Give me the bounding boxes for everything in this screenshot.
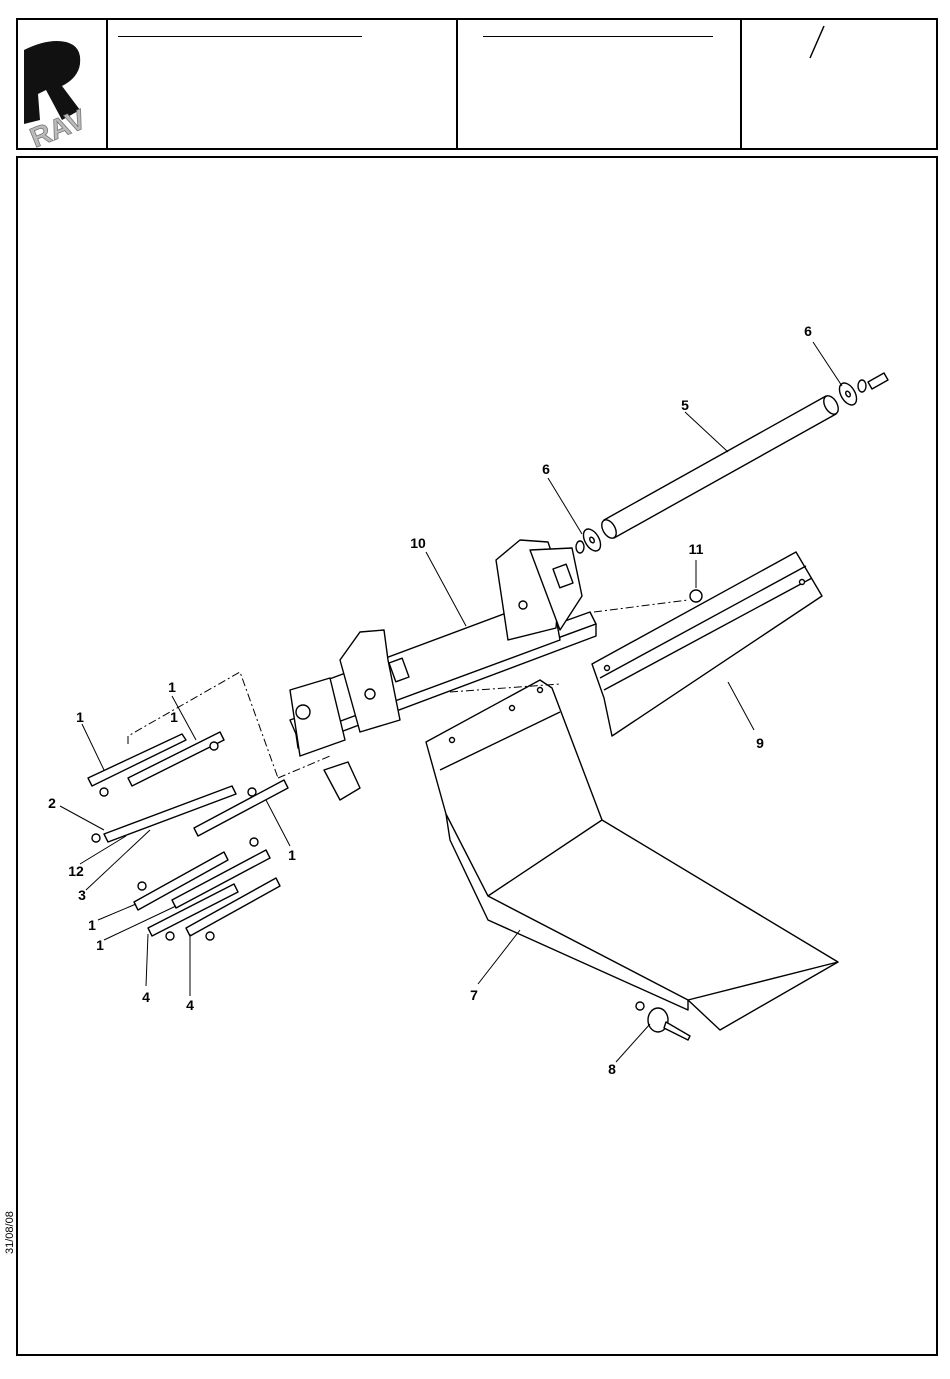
callout-label: 2 (48, 795, 56, 811)
callout-label: 4 (186, 997, 194, 1013)
callout-label: 1 (76, 709, 84, 725)
side-shield (592, 552, 822, 736)
callout-label: 6 (542, 461, 550, 477)
callout-label: 11 (689, 541, 704, 557)
bar-set (88, 732, 288, 940)
callout-label: 1 (96, 937, 104, 953)
chute-plate (426, 680, 838, 1030)
callout-label: 6 (804, 323, 812, 339)
washer-right (836, 373, 888, 408)
callout-label: 5 (681, 397, 689, 413)
callout-label: 1 (88, 917, 96, 933)
callout-label: 8 (608, 1061, 616, 1077)
callout-label: 1 (170, 709, 178, 725)
footer-date: 31/08/08 (4, 1194, 16, 1254)
callout-label: 12 (68, 863, 84, 879)
roller-shaft (599, 393, 841, 540)
callout-label: 1 (288, 847, 296, 863)
callout-label: 4 (142, 989, 150, 1005)
callout-label: 9 (756, 735, 764, 751)
callout-label: 10 (410, 535, 426, 551)
callout-label: 1 (168, 679, 176, 695)
callout-label: 3 (78, 887, 86, 903)
callout-label: 7 (470, 987, 478, 1003)
